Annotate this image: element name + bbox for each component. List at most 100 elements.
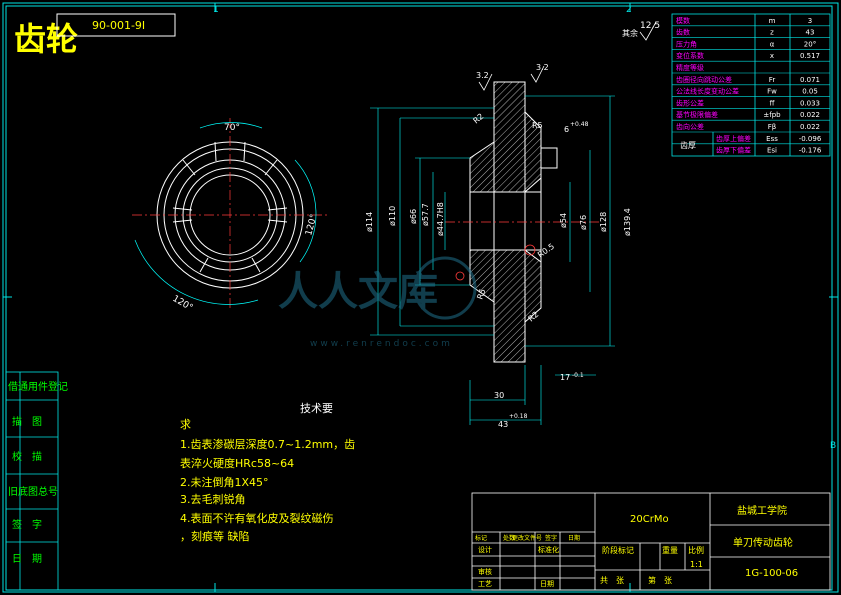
- params-cell-name: 齿数: [676, 28, 690, 37]
- title-block-texts: 20CrMo 盐城工学院 单刀传动齿轮 1G-100-06 阶段标记 重量 比例…: [600, 504, 798, 585]
- params-cell-name: 齿向公差: [676, 122, 704, 131]
- params-cell-name: 公法线长度变动公差: [676, 87, 739, 96]
- params-cell-name: 模数: [676, 16, 690, 25]
- tb-rev-header-5: 日期: [568, 534, 580, 542]
- tech-req-line-6: ，刻痕等 缺陷: [180, 529, 250, 543]
- watermark-brand: 人人文库: [278, 269, 438, 315]
- dim-d76: ø76: [579, 215, 588, 230]
- tb-part-name: 单刀传动齿轮: [733, 536, 793, 549]
- tb-rev-header-2: 处数: [503, 534, 515, 542]
- params-cell-val: 0.033: [800, 99, 820, 107]
- dim-r05: R0.5: [536, 242, 556, 260]
- params-cell-name: 压力角: [676, 39, 697, 48]
- tech-req-lines: 1.齿表渗碳层深度0.7~1.2mm，齿 表淬火硬度HRc58~64 2.未注倒…: [180, 437, 355, 543]
- params-cell-val: 3: [808, 17, 812, 25]
- dim-len17-tol: -0.1: [572, 372, 584, 379]
- tb-role-std: 标准化: [538, 545, 559, 554]
- roughness-face-right: 3.2: [536, 63, 549, 72]
- params-cell-sym: ±fpb: [763, 111, 781, 119]
- tb-scale-label: 比例: [688, 545, 704, 555]
- params-cell-name: 变位系数: [676, 51, 704, 60]
- params-cell-name: 精度等级: [676, 63, 704, 72]
- params-cell-sym: z: [770, 29, 774, 37]
- title-block: [471, 492, 831, 591]
- tb-drawing-no: 1G-100-06: [745, 568, 798, 579]
- tb-stage-label: 阶段标记: [602, 545, 634, 555]
- params-cell-sym: x: [770, 52, 774, 60]
- tb-role-design: 设计: [478, 545, 492, 554]
- tb-scale: 1:1: [690, 560, 703, 569]
- params-group-label: 齿厚: [680, 141, 696, 150]
- dim-keyway-tol: +0.48: [570, 121, 589, 128]
- title-block-small-texts: 标记 处数 更改文件号 签字 日期 设计 标准化 审核 工艺 日期: [475, 534, 580, 588]
- dim-d110: ø110: [388, 206, 397, 226]
- tech-req-line-2: 表淬火硬度HRc58~64: [180, 456, 294, 470]
- tech-req-title: 技术要: [300, 402, 333, 415]
- watermark-url: www.renrendoc.com: [310, 339, 453, 349]
- tb-rev-header-3: 更改文件号: [512, 534, 542, 542]
- dim-d44: ø44.7H8: [436, 202, 445, 236]
- dim-len43: 43: [498, 420, 508, 429]
- roughness-global: 12.5: [640, 21, 660, 31]
- tb-date-label: 日期: [540, 580, 554, 588]
- params-cell-name: 齿厚上偏差: [716, 134, 751, 143]
- params-cell-sym: m: [769, 17, 776, 25]
- left-strip-4: 旧底图总号: [8, 485, 58, 498]
- dim-d128: ø128: [599, 212, 608, 232]
- dim-r5-bottom: R5: [475, 288, 487, 301]
- section-dimension-lines: [370, 95, 615, 425]
- params-cell-val: 0.517: [800, 52, 820, 60]
- params-cell-sym: α: [770, 40, 775, 48]
- dim-r2-top: R2: [472, 112, 486, 126]
- tb-weight-label: 重量: [662, 545, 678, 555]
- params-cell-sym: Fw: [767, 88, 777, 96]
- params-cell-val: 43: [806, 29, 815, 37]
- zone-label-top-2: 2: [626, 5, 632, 15]
- drawing-code-mirrored: 90-001-9I: [92, 19, 145, 32]
- dim-d114: ø114: [365, 212, 374, 232]
- params-cell-name: 齿圈径向跳动公差: [676, 75, 732, 84]
- code-box: [56, 13, 176, 37]
- left-strip: 借通用件登记 描 图 校 描 旧底图总号 签 字 日 期: [5, 371, 68, 591]
- tech-req-title-cont: 求: [180, 418, 191, 431]
- left-strip-2: 描 图: [12, 415, 42, 428]
- tb-rev-header-1: 标记: [475, 534, 487, 542]
- tech-req-line-1: 1.齿表渗碳层深度0.7~1.2mm，齿: [180, 437, 355, 451]
- tech-req-line-3: 2.未注倒角1X45°: [180, 475, 269, 489]
- params-cell-sym: Ess: [766, 135, 778, 143]
- roughness-face-left: 3.2: [476, 71, 489, 80]
- params-cell-name: 齿厚下偏差: [716, 146, 751, 155]
- zone-label-right-b: B: [830, 441, 836, 451]
- roughness-symbols: [478, 21, 657, 91]
- end-view-centerlines: [132, 118, 330, 310]
- tb-sheet-no: 第 张: [648, 575, 672, 585]
- params-cell-val: 20°: [804, 40, 816, 48]
- params-cell-val: -0.176: [799, 147, 822, 155]
- dim-keyway: 6: [564, 125, 569, 134]
- left-strip-5: 签 字: [12, 518, 42, 531]
- tb-rev-header-4: 签字: [545, 534, 557, 542]
- dim-len30: 30: [494, 391, 504, 400]
- params-cell-name: 齿形公差: [676, 98, 704, 107]
- section-view: [445, 81, 600, 363]
- params-cell-val: 0.022: [800, 123, 820, 131]
- left-strip-3: 校 描: [12, 450, 42, 463]
- zone-label-top-1: 1: [213, 5, 219, 15]
- params-cell-val: 0.022: [800, 111, 820, 119]
- drawing-title: 齿轮: [14, 20, 78, 58]
- params-cell-sym: ff: [770, 99, 775, 107]
- params-cell-sym: Esi: [767, 147, 777, 155]
- watermark: 人人文库 www.renrendoc.com: [278, 256, 477, 349]
- dim-angle-120-right: 120°: [304, 213, 319, 237]
- dim-d54: ø54: [559, 213, 568, 228]
- tb-school: 盐城工学院: [737, 504, 787, 517]
- tech-req-line-4: 3.去毛刺锐角: [180, 492, 246, 506]
- dim-r5: R5: [532, 121, 543, 130]
- end-view-dimensions: [134, 122, 317, 305]
- tb-sheets-total: 共 张: [600, 576, 624, 585]
- dim-angle-70: 70°: [224, 123, 240, 133]
- params-cell-name: 基节极限偏差: [676, 110, 718, 119]
